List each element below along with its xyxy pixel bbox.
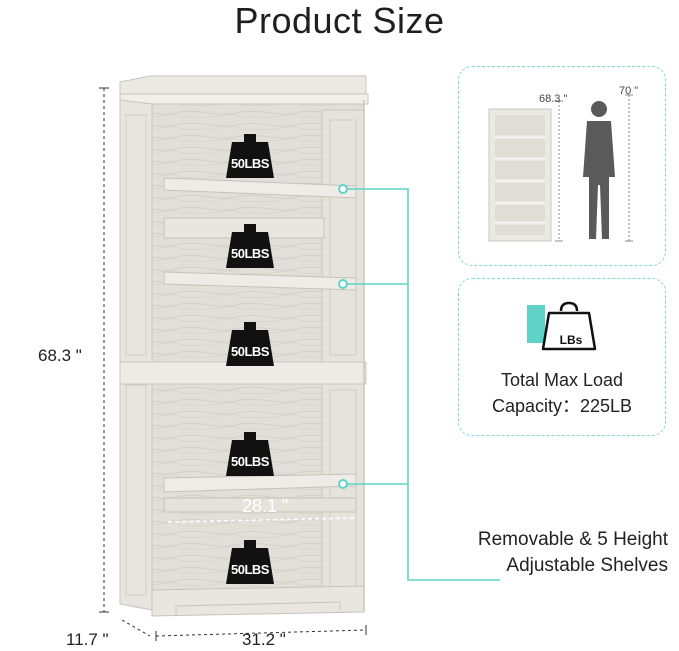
weight-label: 50LBS [231,454,269,469]
weight-icon-5 [226,540,274,584]
shelf-connector-dots [338,184,348,489]
weight-icon-4 [226,432,274,476]
weight-icon-1 [226,134,274,178]
shelf-width-dimension-line [167,517,355,523]
load-line-1: Total Max Load [500,370,624,390]
scale-comparison-card: 68.3 " 70 " [458,66,666,266]
mini-bookcase-icon [488,108,552,242]
weight-label: 50LBS [231,156,269,171]
shelf-connector-lines [343,188,500,581]
load-badge-label: LBs [559,333,583,347]
weight-label: 50LBS [231,562,269,577]
person-height-label: 70 " [619,85,639,97]
weight-label: 50LBS [231,344,269,359]
adjustable-line-2: Adjustable Shelves [506,555,668,576]
bottom-dimension-lines [121,619,367,641]
shelf-width-dimension-label: 28.1 " [242,496,289,516]
load-line-2: Capacity：225LB [491,396,633,416]
height-dimension-line [99,87,109,613]
depth-dimension-label: 11.7 " [66,630,109,649]
weight-label: 50LBS [231,246,269,261]
weight-bag-icon [527,301,597,351]
adjustable-line-1: Removable & 5 Height [477,529,668,550]
scale-illustration [488,94,633,242]
shelf-height-label: 68.3 " [539,93,568,105]
person-silhouette-icon [583,101,615,239]
page-title: Product Size [234,0,445,41]
height-dimension-label: 68.3 " [38,346,82,365]
max-load-card: LBs Total Max Load Capacity：225LB [458,278,666,436]
weight-icon-3 [226,322,274,366]
width-dimension-label: 31.2 " [242,630,286,649]
weight-icon-2 [226,224,274,268]
